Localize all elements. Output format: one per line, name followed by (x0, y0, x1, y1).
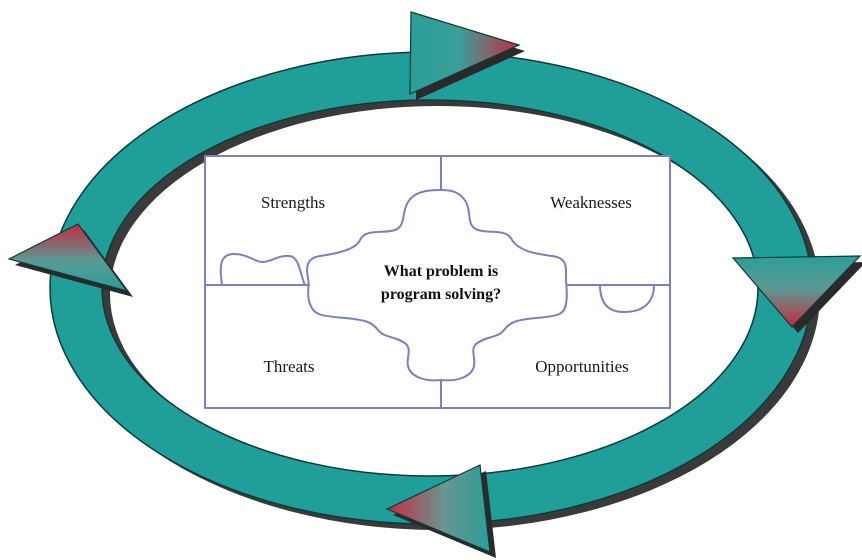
threats-label: Threats (264, 357, 315, 376)
swot-puzzle (204, 155, 671, 409)
center-question-line-1: What problem is (384, 263, 498, 280)
arrow-right (731, 255, 862, 333)
center-puzzle-piece (306, 189, 568, 382)
arrow-left (7, 223, 133, 297)
arrow-bottom (385, 464, 496, 558)
opportunities-label: Opportunities (535, 357, 629, 376)
arrow-top (409, 11, 525, 100)
center-question-line-2: program solving? (381, 286, 501, 303)
swot-box (204, 155, 671, 409)
strengths-label: Strengths (261, 193, 325, 212)
weaknesses-label: Weaknesses (550, 193, 632, 212)
